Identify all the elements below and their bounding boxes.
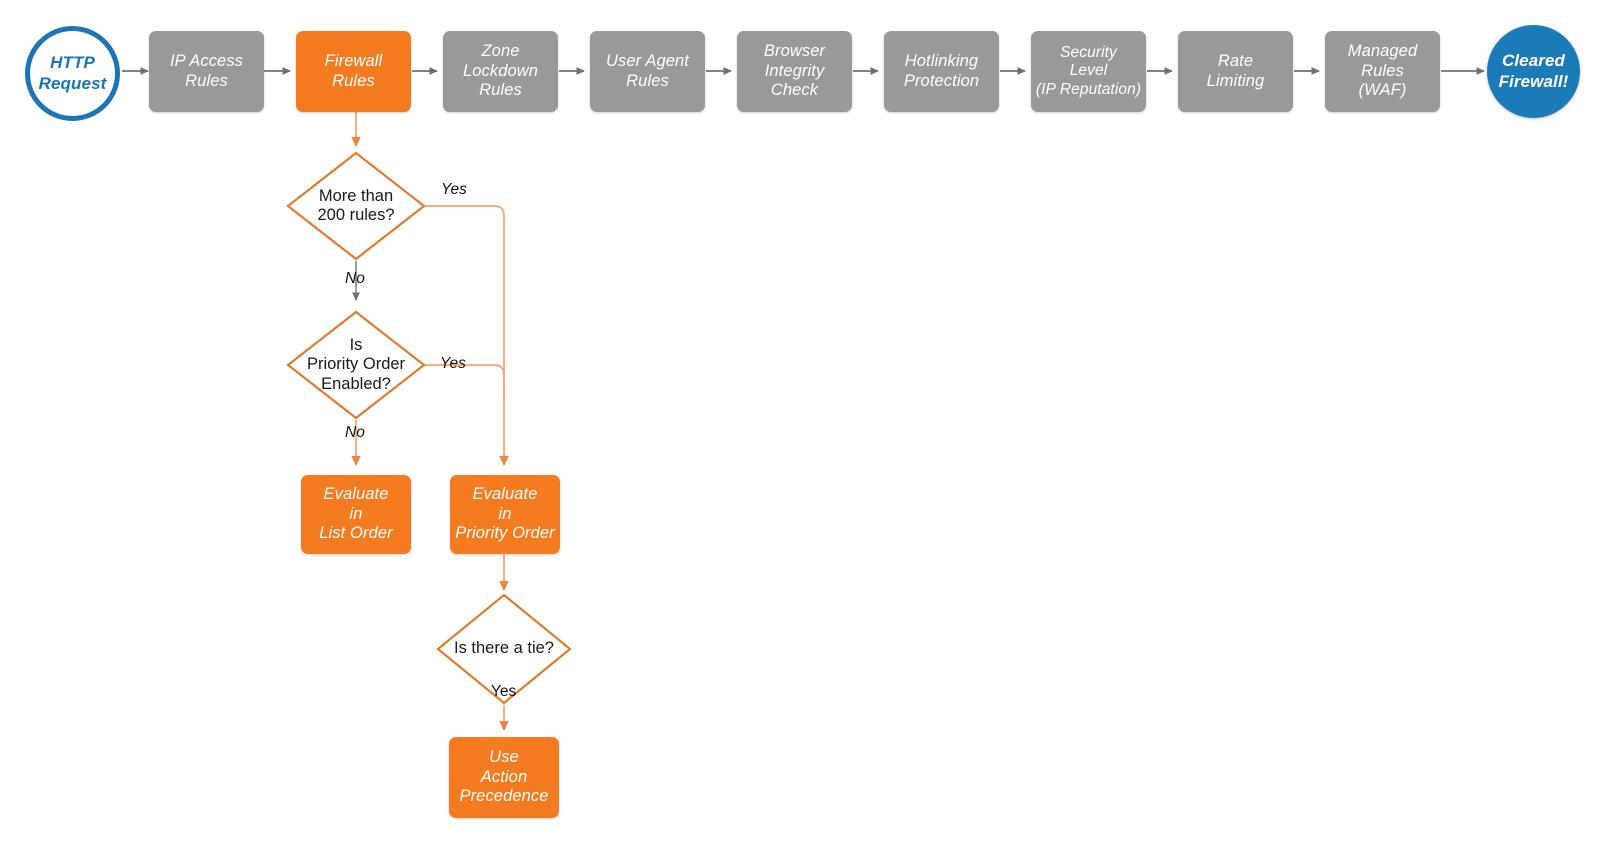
edge-more-rules-yes <box>419 205 509 466</box>
edge-label-more-rules-yes: Yes <box>441 181 467 198</box>
decision-is-there-a-tie[interactable]: Is there a tie? <box>436 593 572 705</box>
node-rate-limiting[interactable]: Rate Limiting <box>1178 31 1293 112</box>
node-evaluate-priority-order-label: Evaluate in Priority Order <box>455 485 555 543</box>
decision-more-than-200-rules-label: More than 200 rules? <box>317 186 395 224</box>
node-managed-rules-waf[interactable]: Managed Rules (WAF) <box>1325 31 1440 112</box>
diamond-shape-icon <box>286 310 426 420</box>
node-browser-integrity-check[interactable]: Browser Integrity Check <box>737 31 852 112</box>
node-zone-lockdown-rules[interactable]: Zone Lockdown Rules <box>443 31 558 112</box>
edge-label-more-rules-no: No <box>345 270 365 287</box>
node-evaluate-list-order[interactable]: Evaluate in List Order <box>301 475 411 554</box>
decision-is-priority-order-enabled[interactable]: Is Priority Order Enabled? <box>286 310 426 420</box>
node-security-level-label: Security Level (IP Reputation) <box>1035 44 1142 98</box>
node-http-request[interactable]: HTTP Request <box>25 26 120 121</box>
node-hotlinking-protection[interactable]: Hotlinking Protection <box>884 31 999 112</box>
decision-is-there-a-tie-label: Is there a tie? <box>454 639 554 658</box>
decision-more-than-200-rules[interactable]: More than 200 rules? <box>286 151 426 261</box>
node-security-level[interactable]: Security Level (IP Reputation) <box>1031 31 1146 112</box>
edge-label-tie-yes: Yes <box>491 683 517 700</box>
diamond-shape-icon <box>436 593 572 705</box>
node-firewall-rules[interactable]: Firewall Rules <box>296 31 411 112</box>
edge-label-priority-order-yes: Yes <box>440 355 466 372</box>
node-managed-rules-waf-label: Managed Rules (WAF) <box>1347 42 1418 100</box>
node-user-agent-rules[interactable]: User Agent Rules <box>590 31 705 112</box>
node-ip-access-rules-label: IP Access Rules <box>169 52 244 90</box>
node-zone-lockdown-rules-label: Zone Lockdown Rules <box>462 42 539 100</box>
node-evaluate-priority-order[interactable]: Evaluate in Priority Order <box>450 475 560 554</box>
node-hotlinking-protection-label: Hotlinking Protection <box>903 52 980 90</box>
node-browser-integrity-check-label: Browser Integrity Check <box>763 42 826 100</box>
node-use-action-precedence-label: Use Action Precedence <box>459 748 549 806</box>
node-cleared-firewall-label: Cleared Firewall! <box>1498 51 1569 91</box>
edge-label-priority-order-no: No <box>345 424 365 441</box>
node-firewall-rules-label: Firewall Rules <box>324 52 383 90</box>
node-http-request-label: HTTP Request <box>38 53 107 93</box>
node-evaluate-list-order-label: Evaluate in List Order <box>319 485 393 543</box>
node-cleared-firewall[interactable]: Cleared Firewall! <box>1487 25 1580 118</box>
node-use-action-precedence[interactable]: Use Action Precedence <box>449 737 559 818</box>
node-ip-access-rules[interactable]: IP Access Rules <box>149 31 264 112</box>
node-rate-limiting-label: Rate Limiting <box>1206 52 1265 90</box>
decision-is-priority-order-enabled-label: Is Priority Order Enabled? <box>306 336 406 393</box>
diamond-shape-icon <box>286 151 426 261</box>
node-user-agent-rules-label: User Agent Rules <box>606 52 689 90</box>
